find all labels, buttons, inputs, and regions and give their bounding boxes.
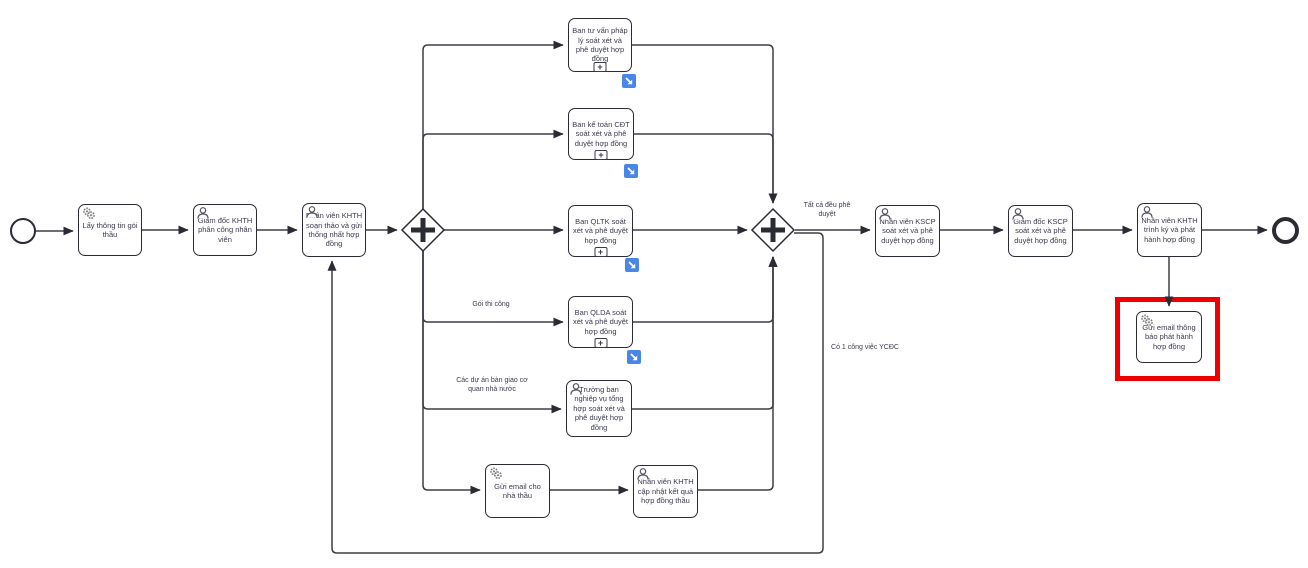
- task-label: Gửi email thông báo phát hành hợp đồng: [1142, 322, 1196, 351]
- gears-icon: [490, 467, 502, 480]
- task-giam-doc-khth-phan-cong[interactable]: Giám đốc KHTH phân công nhân viên: [193, 204, 257, 256]
- edge-label-cac-du-an: Các dự án bàn giao cơ quan nhà nước: [456, 377, 528, 393]
- sequence-flow: [698, 256, 778, 491]
- task-label: Nhân viên KHTH cập nhật kết quả hợp đồng…: [637, 477, 694, 506]
- parallel-gateway-split[interactable]: [400, 207, 446, 253]
- subprocess-marker-icon[interactable]: +: [593, 62, 607, 72]
- task-giam-doc-kscp[interactable]: Giám đốc KSCP soát xét và phê duyệt hợp …: [1008, 205, 1073, 257]
- subprocess-ban-ke-toan-cdt[interactable]: Ban kế toán CĐT soát xét và phê duyệt hợ…: [568, 108, 634, 160]
- end-event[interactable]: [1272, 217, 1299, 244]
- sequence-flow: [422, 251, 481, 495]
- task-label: Gửi email cho nhà thầu: [494, 481, 541, 500]
- task-label: Lấy thông tin gói thầu: [82, 220, 138, 239]
- drill-down-icon[interactable]: [627, 350, 641, 364]
- sequence-flow: [422, 129, 564, 210]
- task-nv-kscp-soat-xet[interactable]: Nhân viên KSCP soát xét và phê duyệt hợp…: [875, 205, 940, 257]
- task-gui-email-nha-thau[interactable]: Gửi email cho nhà thầu: [485, 464, 550, 518]
- edge-label-co-1-cong-viec: Có 1 công việc YCĐC: [831, 344, 899, 351]
- task-truong-ban-nghiep-vu[interactable]: Trưởng ban nghiệp vụ tổng hợp soát xét v…: [566, 380, 632, 437]
- task-label: Trưởng ban nghiệp vụ tổng hợp soát xét v…: [573, 385, 625, 432]
- subprocess-marker-icon[interactable]: +: [594, 150, 608, 160]
- subprocess-marker-icon[interactable]: +: [594, 338, 607, 348]
- task-label: Nhân viên KSCP soát xét và phê duyệt hợp…: [879, 216, 936, 245]
- task-lay-thong-tin-goi-thau[interactable]: Lấy thông tin gói thầu: [78, 204, 142, 256]
- drill-down-icon[interactable]: [622, 74, 636, 88]
- task-label: Ban tư vấn pháp lý soát xét và phê duyệt…: [572, 26, 628, 64]
- task-label: Ban QLDA soát xét và phê duyệt hợp đồng: [572, 307, 629, 336]
- start-event[interactable]: [10, 218, 36, 244]
- task-nv-khth-soan-thao[interactable]: Nhân viên KHTH soạn thảo và gửi thống nh…: [302, 203, 366, 257]
- sequence-flow: [633, 256, 778, 323]
- task-label: Nhân viên KHTH soạn thảo và gửi thống nh…: [305, 211, 363, 249]
- sequence-flow: [422, 40, 564, 210]
- task-label: Ban kế toán CĐT soát xét và phê duyệt hợ…: [572, 119, 630, 148]
- subprocess-ban-tu-van-phap-ly[interactable]: Ban tư vấn pháp lý soát xét và phê duyệt…: [568, 18, 632, 72]
- sequence-flow: [632, 44, 778, 204]
- edge-label-tat-ca-phe-duyet: Tất cả đều phê duyệt: [803, 202, 851, 218]
- task-nv-khth-cap-nhat[interactable]: Nhân viên KHTH cập nhật kết quả hợp đồng…: [633, 465, 698, 518]
- task-label: Nhân viên KHTH trình ký và phát hành hợp…: [1141, 215, 1198, 244]
- task-gui-email-phat-hanh[interactable]: Gửi email thông báo phát hành hợp đồng: [1136, 311, 1202, 363]
- task-nv-khth-trinh-ky[interactable]: Nhân viên KHTH trình ký và phát hành hợp…: [1137, 203, 1202, 257]
- task-label: Giám đốc KHTH phân công nhân viên: [197, 215, 253, 244]
- sequence-flow-loop-back: [327, 232, 824, 554]
- task-label: Ban QLTK soát xét và phê duyệt hợp đồng: [572, 216, 629, 245]
- subprocess-ban-qlda[interactable]: Ban QLDA soát xét và phê duyệt hợp đồng …: [568, 296, 633, 348]
- sequence-flow: [632, 256, 778, 410]
- sequence-flow: [422, 251, 564, 327]
- sequence-flow: [634, 133, 778, 204]
- drill-down-icon[interactable]: [624, 164, 638, 178]
- task-label: Giám đốc KSCP soát xét và phê duyệt hợp …: [1013, 216, 1068, 245]
- plus-icon: [411, 218, 435, 242]
- drill-down-icon[interactable]: [625, 258, 639, 272]
- gears-icon: [83, 207, 95, 220]
- plus-icon: [761, 218, 785, 242]
- parallel-gateway-join[interactable]: [750, 207, 796, 253]
- edge-label-goi-thi-cong: Gói thi công: [472, 301, 510, 308]
- subprocess-ban-qltk[interactable]: Ban QLTK soát xét và phê duyệt hợp đồng …: [568, 205, 633, 257]
- subprocess-marker-icon[interactable]: +: [594, 247, 607, 257]
